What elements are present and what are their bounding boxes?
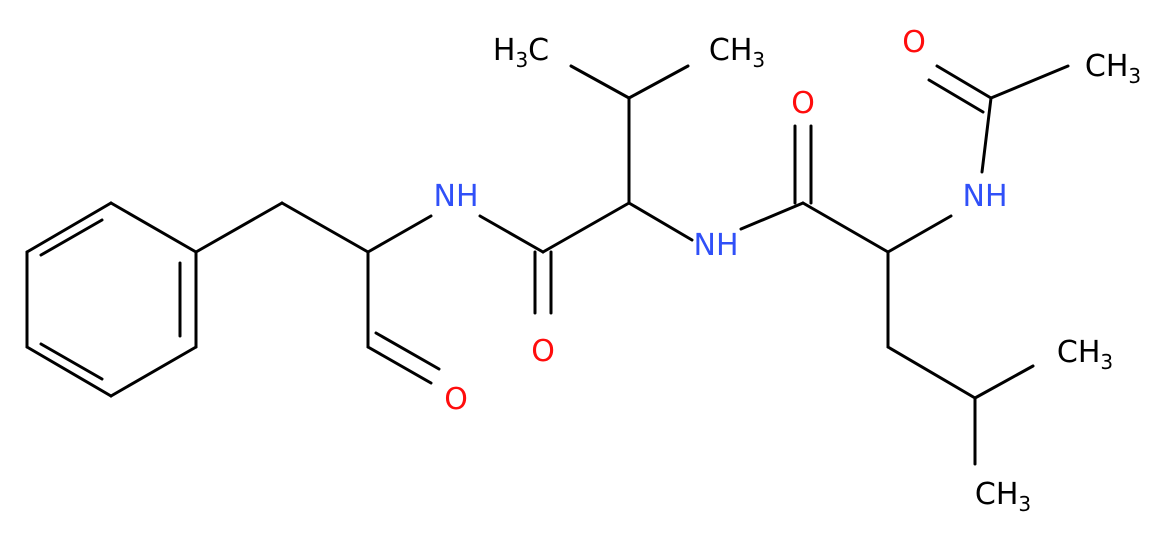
methyl-label-subscript: 3 <box>1100 350 1113 374</box>
nitrogen-label: NH <box>694 228 739 263</box>
methyl-label-ch: CH <box>1057 335 1101 370</box>
nitrogen-label: NH <box>434 179 479 214</box>
methyl-label: CH3 <box>975 477 1031 516</box>
methyl-label: CH3 <box>1085 49 1141 88</box>
bond-cg-me-top <box>973 364 1035 400</box>
bonds <box>25 64 1070 466</box>
bond-calpha-nh <box>627 201 694 242</box>
methyl-label: H3C <box>493 33 549 72</box>
methyl-label-subscript: 3 <box>515 48 528 72</box>
ring-inner-bond <box>39 342 104 381</box>
bond-cb-me-left <box>569 64 631 100</box>
bond-ring-ch2 <box>194 201 284 254</box>
acetyl-double-bond <box>935 64 993 100</box>
bond-co-calpha <box>541 201 631 254</box>
bond-nh-acetyl <box>980 96 993 174</box>
bond-co-calpha <box>801 201 890 254</box>
bond-acetyl-methyl <box>989 64 1070 100</box>
ring-bond <box>109 201 198 254</box>
methyl-label-h: H <box>493 33 516 68</box>
oxygen-label: O <box>531 334 555 369</box>
oxygen-label: O <box>444 382 468 417</box>
aldehyde-double-bond <box>366 345 433 385</box>
methyl-label-ch: CH <box>1085 49 1129 84</box>
bond-calpha-nh <box>886 214 953 254</box>
bond-cb-me-right <box>627 64 690 100</box>
methyl-label-ch: CH <box>975 477 1019 512</box>
ring-bond <box>25 345 113 398</box>
methyl-label-subscript: 3 <box>752 48 765 72</box>
bond-nh-co <box>739 201 805 231</box>
methyl-label-c: C <box>528 33 549 68</box>
ring-bond <box>25 201 113 254</box>
nitrogen-label: NH <box>963 179 1008 214</box>
methyl-label-subscript: 3 <box>1128 64 1141 88</box>
methyl-label-subscript: 3 <box>1018 492 1031 516</box>
bond-ch2-calpha <box>280 201 370 254</box>
acetyl-double-bond <box>927 78 985 114</box>
bond-nh-co <box>478 214 545 254</box>
oxygen-label: O <box>902 25 926 60</box>
oxygen-label: O <box>791 86 815 121</box>
methyl-label: CH3 <box>1057 335 1113 374</box>
atom-labels: O NH O H3C CH3 NH O O CH3 NH CH3 CH3 <box>434 25 1142 516</box>
ring-bond <box>109 345 198 398</box>
ring-inner-bond <box>39 218 104 257</box>
bond-calpha-nh <box>366 214 433 254</box>
methyl-label: CH3 <box>709 33 765 72</box>
aldehyde-double-bond <box>374 331 441 371</box>
methyl-label-ch: CH <box>709 33 753 68</box>
bond-cb-cg <box>886 345 977 400</box>
